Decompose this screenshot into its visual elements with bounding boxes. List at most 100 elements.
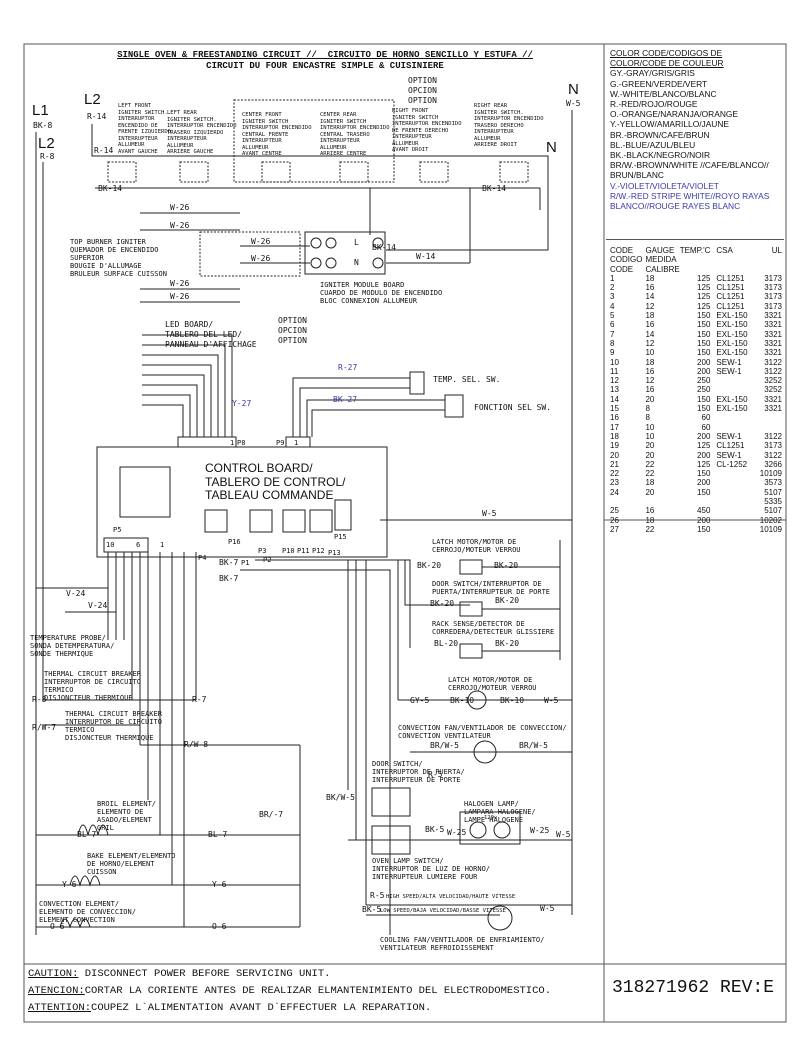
table-cell — [716, 497, 759, 506]
latch-motor-label: LATCH MOTOR/MOTOR DE CERROJO/MOTEUR VERR… — [432, 538, 521, 554]
wire-bk20: BK-20 — [495, 596, 520, 605]
table-cell: 3321 — [764, 320, 782, 330]
wire-bk7: BK-7 — [219, 558, 239, 567]
table-cell: 10202 — [759, 515, 782, 525]
table-cell: 12 — [610, 376, 619, 386]
wire-v24: V-24 — [66, 589, 86, 598]
wire-bk10: BK-10 — [500, 696, 525, 705]
connector-p11: P11 — [297, 547, 310, 555]
wire-r7: R-7 — [192, 695, 207, 704]
label-l2-top: L2 — [84, 91, 101, 108]
table-cell: 10 — [645, 348, 655, 358]
table-cell: 9 — [610, 348, 615, 358]
table-cell: CL1251 — [716, 441, 745, 451]
table-cell: 3122 — [764, 357, 782, 367]
connector-p3: P3 — [258, 547, 267, 555]
table-cell: 10 — [645, 431, 655, 441]
table-cell: 150 — [697, 404, 711, 414]
connector-p13: P13 — [328, 549, 341, 557]
wire-w26: W-26 — [251, 237, 271, 246]
table-cell: 16 — [645, 366, 655, 376]
table-cell: 125 — [697, 441, 711, 451]
temperature-probe-label: TEMPERATURE PROBE/ SONDA DETEMPERATURA/ … — [30, 634, 115, 658]
table-cell: 125 — [697, 301, 711, 311]
title-line-2: CIRCUIT DU FOUR ENCASTRE SIMPLE & CUISIN… — [206, 61, 444, 71]
table-cell: 16 — [645, 506, 655, 516]
table-cell: 150 — [697, 311, 711, 321]
table-cell: 125 — [697, 273, 711, 283]
table-cell: 3321 — [764, 404, 782, 414]
table-cell: EXL-150 — [716, 404, 748, 414]
table-cell: 1 — [610, 273, 615, 283]
table-cell: 5107 — [764, 506, 782, 516]
label-l1: L1 — [32, 102, 49, 119]
control-board-label: CONTROL BOARD/ TABLERO DE CONTROL/ TABLE… — [205, 461, 346, 502]
table-cell: SEW-1 — [716, 450, 742, 460]
table-cell — [716, 478, 759, 487]
color-code-item: V.-VIOLET/VIOLETA/VIOLET — [610, 180, 719, 191]
door-switch-label: DOOR SWITCH/INTERRUPTOR DE PUERTA/INTERR… — [432, 580, 551, 596]
table-cell: EXL-150 — [716, 311, 748, 321]
wire-y6: Y-6 — [212, 880, 227, 889]
table-cell: 150 — [697, 320, 711, 330]
table-cell: 25 — [610, 506, 619, 516]
table-cell: 21 — [610, 459, 619, 469]
table-cell: 3 — [610, 292, 615, 302]
table-cell: 3173 — [764, 301, 782, 311]
function-sel-switch: FONCTION SEL SW. — [474, 403, 552, 412]
connector-p5: P5 — [113, 526, 122, 534]
color-code-legend: COLOR CODE/CODIGOS DE COLOR/CODE DE COUL… — [606, 46, 784, 240]
wire-o6: O-6 — [212, 922, 227, 931]
table-cell: SEW-1 — [716, 431, 742, 441]
table-cell: 14 — [645, 329, 655, 339]
table-cell: 18 — [645, 273, 655, 283]
wire-r5: R-5 — [370, 891, 385, 900]
table-cell: 7 — [610, 329, 615, 339]
table-cell: 250 — [697, 385, 711, 395]
label-r14: R-14 — [87, 112, 107, 121]
wire-r8: R-8 — [32, 695, 47, 704]
caution-text: DISCONNECT POWER BEFORE SERVICING UNIT. — [78, 968, 331, 980]
control-board — [96, 446, 572, 558]
wire-gy5: GY-5 — [410, 696, 430, 705]
pin-1: 1 — [294, 439, 299, 447]
color-code-item: O.-ORANGE/NARANJA/ORANGE — [610, 109, 738, 120]
table-cell: 3321 — [764, 338, 782, 348]
table-cell: 125 — [697, 292, 711, 302]
table-cell — [760, 413, 782, 422]
table-cell: EXL-150 — [716, 338, 748, 348]
table-cell: EXL-150 — [716, 348, 748, 358]
table-cell: 3173 — [764, 441, 782, 451]
table-cell: 5107 — [764, 487, 782, 497]
color-code-item: BK.-BLACK/NEGRO/NOIR — [610, 150, 711, 161]
attention-text: COUPEZ L`ALIMENTATION AVANT D`EFFECTUER … — [91, 1002, 432, 1014]
top-burner-igniter: TOP BURNER IGNITER QUEMADOR DE ENCENDIDO… — [70, 238, 167, 278]
caution-label: CAUTION: — [28, 968, 79, 980]
table-cell: 450 — [697, 506, 711, 516]
wire-bk14: BK-14 — [98, 184, 123, 193]
terminal-l: L — [354, 238, 359, 247]
table-cell — [760, 423, 782, 432]
table-cell: 3173 — [764, 283, 782, 293]
connector-p10: P10 — [282, 547, 295, 555]
wire-r5: R-5 — [428, 770, 443, 779]
label-r14b: R-14 — [94, 146, 114, 155]
table-row: 5335 — [610, 497, 782, 506]
table-cell: 12 — [645, 301, 655, 311]
high-speed-label: HIGH SPEED/ALTA VELOCIDAD/HAUTE VITESSE — [386, 894, 516, 900]
table-cell — [716, 423, 759, 432]
connector-p4: P4 — [198, 554, 207, 562]
table-cell: 26 — [610, 515, 619, 525]
column-header: UL — [771, 246, 782, 255]
table-cell: 200 — [697, 515, 711, 525]
table-cell — [716, 376, 759, 385]
wire-y27: Y-27 — [232, 399, 252, 408]
wire-w26: W-26 — [170, 221, 190, 230]
